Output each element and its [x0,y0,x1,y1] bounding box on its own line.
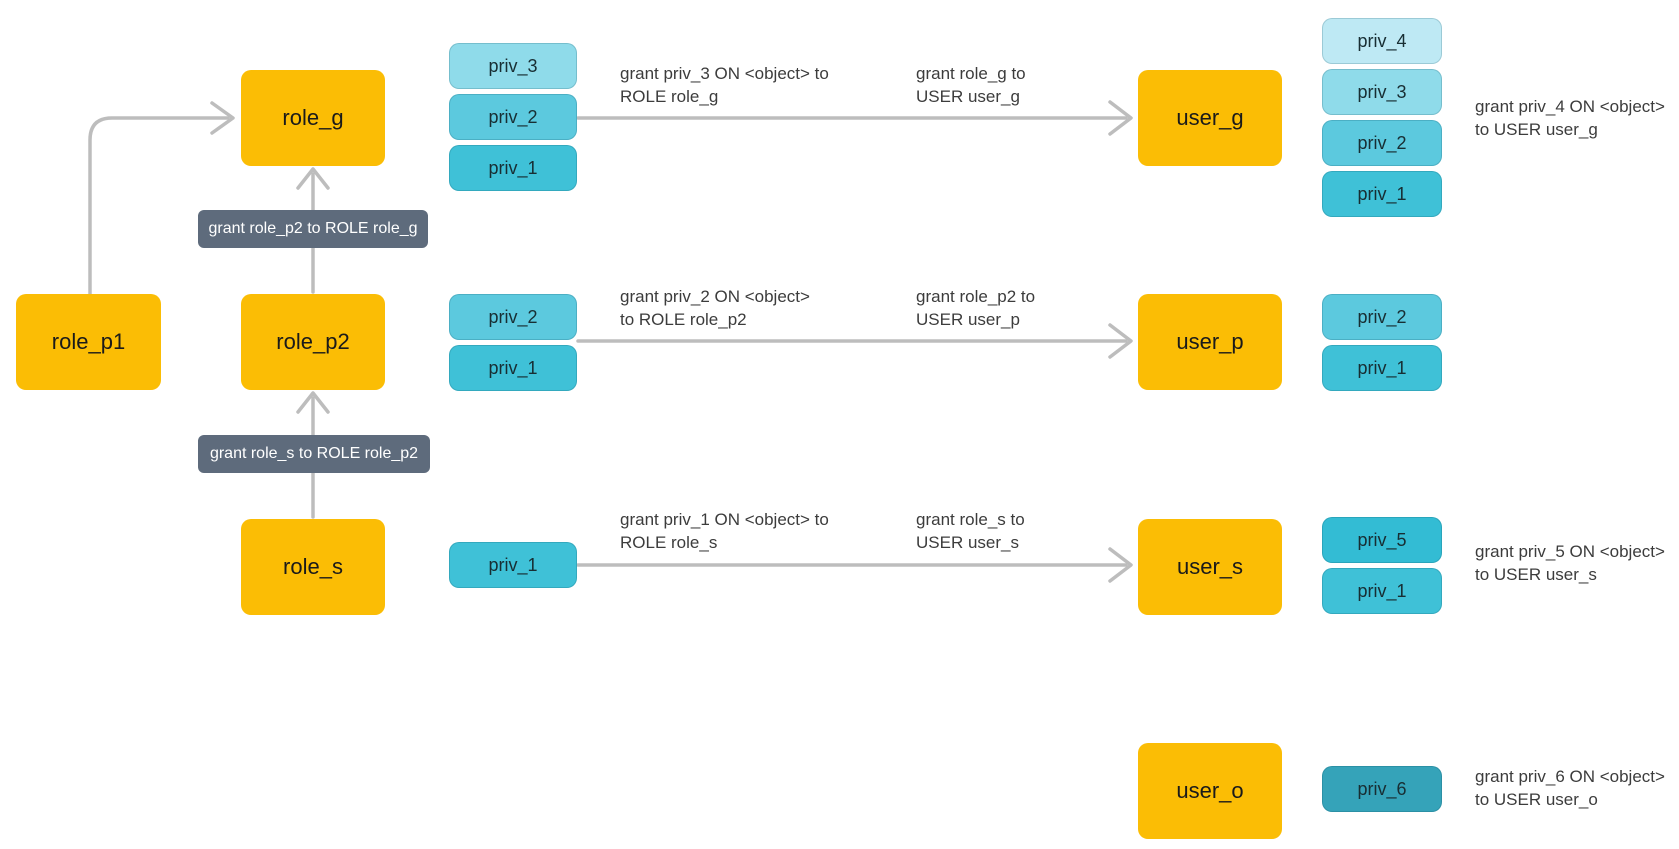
priv-box-role-p2-priv1: priv_1 [449,345,577,391]
annotation-line: grant role_g to [916,64,1026,83]
annotation-line: to ROLE role_p2 [620,310,747,329]
priv-box-role-p2-priv2: priv_2 [449,294,577,340]
annotation-priv3-to-role-g: grant priv_3 ON <object> to ROLE role_g [620,62,829,108]
annotation-role-p2-to-user-p: grant role_p2 to USER user_p [916,285,1035,331]
user-p-node: user_p [1138,294,1282,390]
role-s-node: role_s [241,519,385,615]
role-p2-node: role_p2 [241,294,385,390]
annotation-line: to USER user_s [1475,565,1597,584]
user-o-node: user_o [1138,743,1282,839]
annotation-role-s-to-user-s: grant role_s to USER user_s [916,508,1025,554]
annotation-line: grant role_p2 to [916,287,1036,306]
priv-box-role-s-priv1: priv_1 [449,542,577,588]
annotation-line: grant priv_4 ON <object> [1475,97,1665,116]
annotation-line: grant priv_5 ON <object> [1475,542,1665,561]
grant-pill-role-s-to-role-p2: grant role_s to ROLE role_p2 [198,435,430,473]
annotation-line: USER user_s [916,533,1019,552]
annotation-line: grant priv_1 ON <object> to [620,510,829,529]
annotation-priv5-to-user-s: grant priv_5 ON <object> to USER user_s [1475,540,1665,586]
annotation-priv1-to-role-s: grant priv_1 ON <object> to ROLE role_s [620,508,829,554]
priv-box-role-g-priv3: priv_3 [449,43,577,89]
annotation-line: grant role_s to [916,510,1025,529]
priv-box-user-g-priv3: priv_3 [1322,69,1442,115]
arrow-role-p1-to-role-g [88,101,235,296]
annotation-line: USER user_p [916,310,1020,329]
priv-box-role-g-priv1: priv_1 [449,145,577,191]
arrow-privs-to-user-s [576,547,1133,583]
priv-box-user-p-priv1: priv_1 [1322,345,1442,391]
annotation-line: ROLE role_g [620,87,719,106]
annotation-line: grant priv_2 ON <object> [620,287,810,306]
priv-box-user-s-priv1: priv_1 [1322,568,1442,614]
priv-box-user-p-priv2: priv_2 [1322,294,1442,340]
user-s-node: user_s [1138,519,1282,615]
priv-box-user-g-priv4: priv_4 [1322,18,1442,64]
priv-box-user-g-priv1: priv_1 [1322,171,1442,217]
priv-box-user-g-priv2: priv_2 [1322,120,1442,166]
annotation-priv2-to-role-p2: grant priv_2 ON <object> to ROLE role_p2 [620,285,810,331]
user-g-node: user_g [1138,70,1282,166]
annotation-line: grant priv_6 ON <object> [1475,767,1665,786]
annotation-role-g-to-user-g: grant role_g to USER user_g [916,62,1026,108]
annotation-line: ROLE role_s [620,533,718,552]
priv-box-user-o-priv6: priv_6 [1322,766,1442,812]
annotation-line: grant priv_3 ON <object> to [620,64,829,83]
role-g-node: role_g [241,70,385,166]
annotation-line: to USER user_o [1475,790,1598,809]
annotation-line: to USER user_g [1475,120,1598,139]
priv-box-user-s-priv5: priv_5 [1322,517,1442,563]
annotation-priv4-to-user-g: grant priv_4 ON <object> to USER user_g [1475,95,1665,141]
arrow-privs-to-user-p [576,323,1133,359]
role-p1-node: role_p1 [16,294,161,390]
grant-pill-role-p2-to-role-g: grant role_p2 to ROLE role_g [198,210,428,248]
annotation-priv6-to-user-o: grant priv_6 ON <object> to USER user_o [1475,765,1665,811]
arrow-privs-to-user-g [576,100,1133,136]
priv-box-role-g-priv2: priv_2 [449,94,577,140]
annotation-line: USER user_g [916,87,1020,106]
